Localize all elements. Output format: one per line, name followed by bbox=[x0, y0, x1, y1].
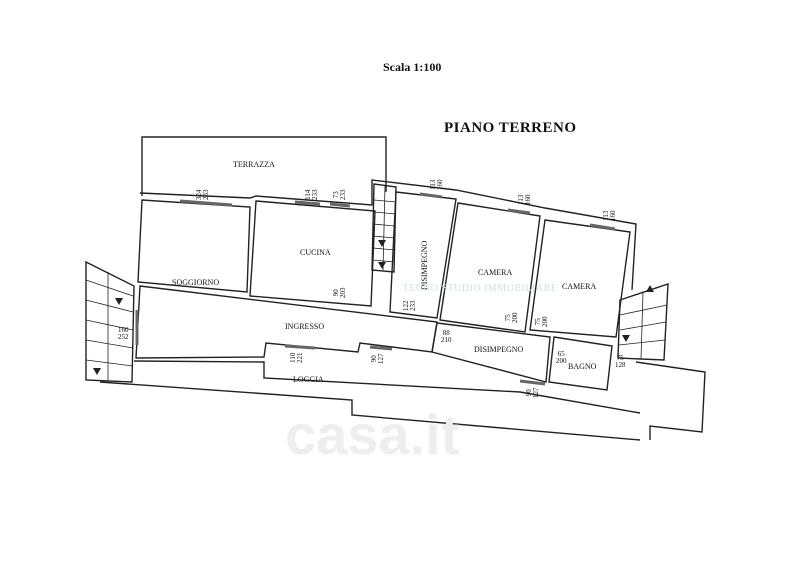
outer-wall-top bbox=[139, 179, 637, 291]
windows bbox=[135, 192, 616, 386]
plan-title: PIANO TERRENO bbox=[444, 120, 577, 136]
room-ingresso: INGRESSO bbox=[285, 322, 325, 331]
room-camera-2: CAMERA bbox=[562, 282, 597, 291]
left-stairs bbox=[85, 260, 135, 383]
studio-watermark: TECNO STUDIO IMMOBILIARE bbox=[402, 283, 558, 294]
cucina-wall bbox=[249, 200, 376, 307]
room-camera-1: CAMERA bbox=[478, 268, 513, 277]
room-bagno: BAGNO bbox=[568, 362, 597, 371]
right-extension bbox=[635, 361, 706, 440]
disimpegno-horizontal-wall bbox=[431, 322, 551, 383]
outer-wall-bottom bbox=[133, 360, 641, 414]
direction-arrows bbox=[93, 240, 654, 375]
site-watermark: casa.it bbox=[285, 403, 460, 466]
stair-steps bbox=[371, 185, 397, 272]
right-stair-steps bbox=[618, 291, 668, 360]
scale-label: Scala 1:100 bbox=[383, 60, 442, 74]
room-soggiorno: SOGGIORNO bbox=[172, 278, 220, 287]
stair-well bbox=[371, 183, 397, 273]
room-cucina: CUCINA bbox=[300, 248, 331, 257]
room-loggia: LOGGIA bbox=[293, 375, 324, 384]
bagno-wall bbox=[548, 336, 613, 391]
room-disimpegno-horizontal: DISIMPEGNO bbox=[474, 345, 524, 354]
terrace-outline bbox=[141, 136, 387, 196]
room-terrazza: TERRAZZA bbox=[233, 160, 275, 169]
loggia-outline bbox=[99, 381, 641, 441]
left-stair-steps bbox=[85, 272, 134, 381]
